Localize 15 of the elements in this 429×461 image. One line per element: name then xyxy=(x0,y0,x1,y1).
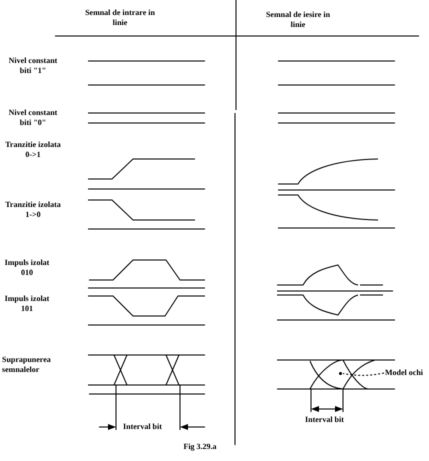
row-label: Impuls izolat 010 xyxy=(4,258,50,278)
row-label: Nivel constant biti "0" xyxy=(8,108,58,128)
row-label: Tranzitie izolata 0->1 xyxy=(4,140,62,160)
dimension-label: Interval bit xyxy=(123,422,163,432)
row-label: Suprapunerea semnalelor xyxy=(2,355,52,375)
row-label: Nivel constant biti "1" xyxy=(8,56,58,76)
figure-caption: Fig 3.29.a xyxy=(182,442,218,452)
leader-line xyxy=(342,372,384,376)
column-heading: Semnal de iesire in linie xyxy=(264,10,332,30)
eye-center-dot xyxy=(339,372,342,375)
row-label: Tranzitie izolata 1->0 xyxy=(4,200,62,220)
callout-label: Model ochi xyxy=(385,368,429,378)
column-heading: Semnal de intrare in linie xyxy=(85,8,155,28)
dimension-label: Interval bit xyxy=(305,415,345,425)
row-label: Impuls izolat 101 xyxy=(4,294,50,314)
